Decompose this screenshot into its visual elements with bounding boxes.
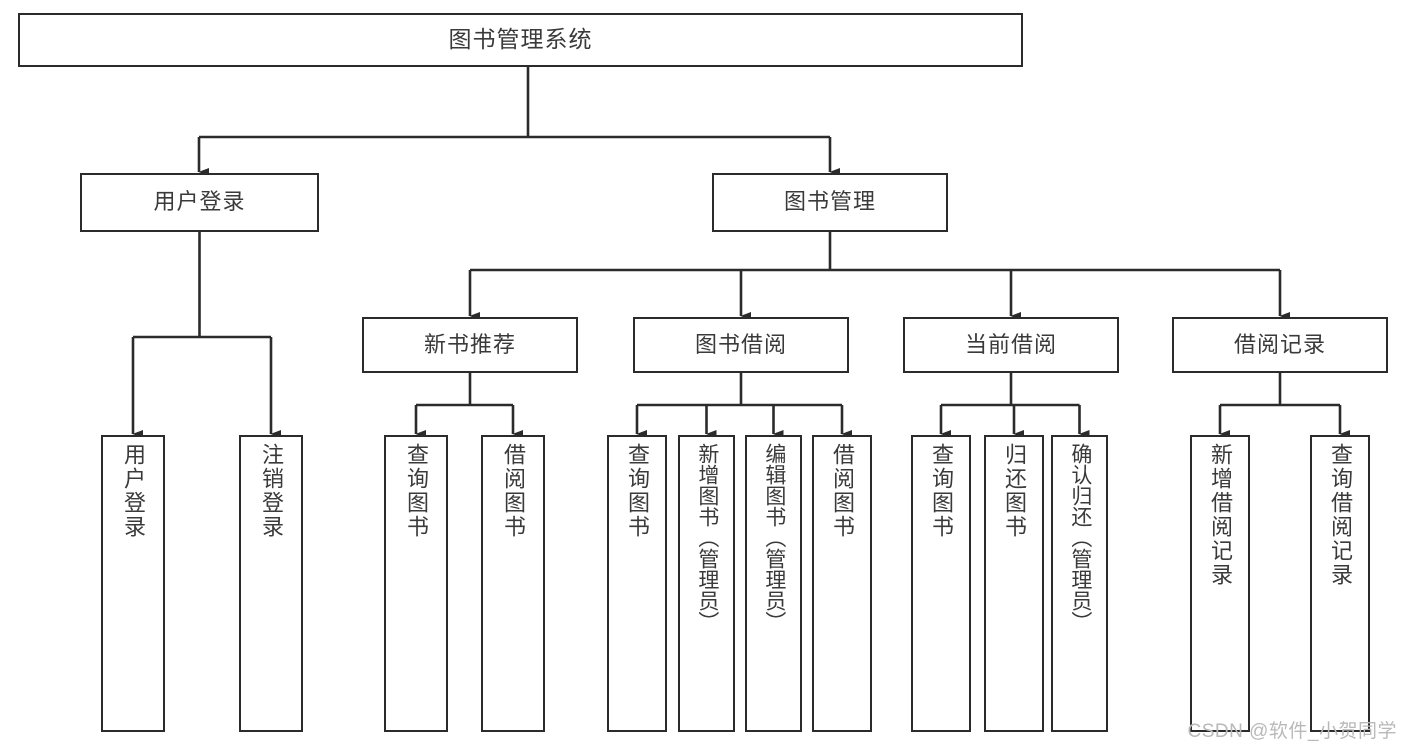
node-leaf-add-borrow-record[interactable]: 新增借阅记录 xyxy=(1190,435,1250,732)
node-leaf-query-borrow-record[interactable]: 查询借阅记录 xyxy=(1310,435,1370,732)
node-leaf-query-book-rec-label: 查询图书 xyxy=(403,443,429,539)
node-leaf-user-login[interactable]: 用户登录 xyxy=(101,435,165,732)
node-leaf-edit-book-admin[interactable]: 编辑图书（管理员） xyxy=(745,435,802,732)
node-leaf-logout-login-label: 注销登录 xyxy=(258,443,284,539)
node-current-borrow[interactable]: 当前借阅 xyxy=(903,317,1119,373)
node-leaf-logout-login[interactable]: 注销登录 xyxy=(239,435,303,732)
node-leaf-edit-book-admin-label: 编辑图书（管理员） xyxy=(762,443,786,632)
node-leaf-add-book-admin[interactable]: 新增图书（管理员） xyxy=(678,435,735,732)
node-leaf-return-book-label: 归还图书 xyxy=(1001,443,1027,539)
connector-lines xyxy=(131,67,1351,439)
node-leaf-query-book-current-label: 查询图书 xyxy=(928,443,954,539)
node-leaf-borrow-book-rec-label: 借阅图书 xyxy=(500,443,526,539)
node-leaf-confirm-return-admin-label: 确认归还（管理员） xyxy=(1068,443,1092,632)
node-leaf-add-book-admin-label: 新增图书（管理员） xyxy=(695,443,719,632)
node-leaf-borrow-book-rec[interactable]: 借阅图书 xyxy=(481,435,545,732)
node-root-book-management-system[interactable]: 图书管理系统 xyxy=(18,13,1023,67)
node-book-manage[interactable]: 图书管理 xyxy=(712,173,948,232)
node-borrow-record-label: 借阅记录 xyxy=(1233,331,1326,357)
node-new-book-recommend-label: 新书推荐 xyxy=(423,331,516,357)
node-book-borrow[interactable]: 图书借阅 xyxy=(633,317,849,373)
node-leaf-query-book-borrow[interactable]: 查询图书 xyxy=(607,435,667,732)
node-root-book-management-system-label: 图书管理系统 xyxy=(448,26,593,53)
node-book-borrow-label: 图书借阅 xyxy=(694,331,787,357)
node-leaf-add-borrow-record-label: 新增借阅记录 xyxy=(1207,443,1233,587)
node-leaf-query-borrow-record-label: 查询借阅记录 xyxy=(1327,443,1353,587)
node-leaf-confirm-return-admin[interactable]: 确认归还（管理员） xyxy=(1051,435,1108,732)
node-leaf-user-login-label: 用户登录 xyxy=(120,443,146,539)
node-leaf-query-book-current[interactable]: 查询图书 xyxy=(911,435,971,732)
node-user-login-label: 用户登录 xyxy=(153,189,246,215)
node-book-manage-label: 图书管理 xyxy=(783,189,876,215)
node-leaf-return-book[interactable]: 归还图书 xyxy=(984,435,1044,732)
node-leaf-query-book-rec[interactable]: 查询图书 xyxy=(384,435,448,732)
node-new-book-recommend[interactable]: 新书推荐 xyxy=(362,317,578,373)
node-leaf-query-book-borrow-label: 查询图书 xyxy=(624,443,650,539)
node-leaf-borrow-book-label: 借阅图书 xyxy=(829,443,855,539)
watermark-text: CSDN @软件_小贺同学 xyxy=(1187,721,1397,742)
node-leaf-borrow-book[interactable]: 借阅图书 xyxy=(812,435,872,732)
node-borrow-record[interactable]: 借阅记录 xyxy=(1172,317,1388,373)
node-user-login[interactable]: 用户登录 xyxy=(80,173,319,232)
node-current-borrow-label: 当前借阅 xyxy=(964,331,1057,357)
